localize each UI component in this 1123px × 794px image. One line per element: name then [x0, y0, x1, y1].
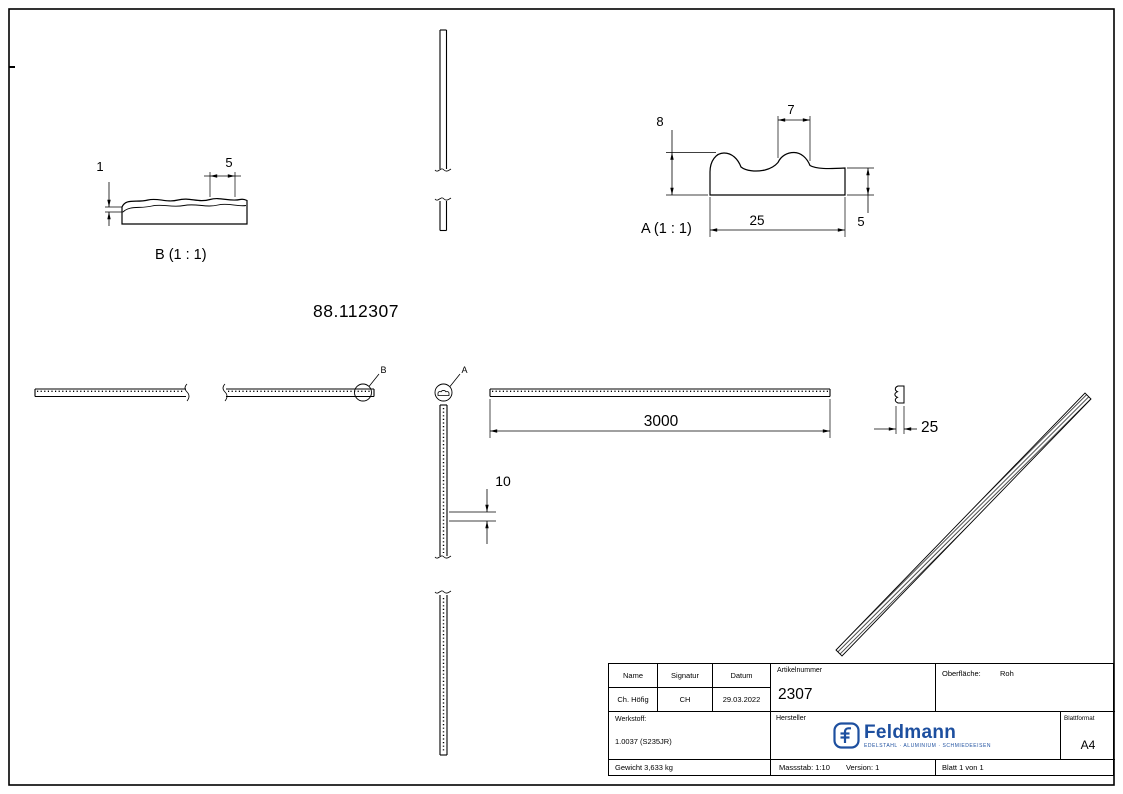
- version-value: Version: 1: [845, 763, 880, 772]
- part-number: 88.112307: [313, 301, 399, 321]
- dim-b-depth: 1: [96, 159, 103, 174]
- detail-marker-a: A: [462, 365, 468, 375]
- brand-name: Feldmann: [864, 721, 957, 743]
- blattformat-cell: Blattformat A4: [1061, 712, 1115, 760]
- sheet-frame: [8, 8, 1115, 786]
- dim-length: 3000: [644, 413, 679, 430]
- detail-b-label: B (1 : 1): [155, 247, 207, 263]
- dim-profile-width: 25: [921, 419, 938, 436]
- detail-circle-a-group: A: [434, 365, 468, 402]
- detail-marker-b: B: [381, 365, 387, 375]
- dim-a-top-width: 7: [787, 102, 794, 117]
- dim-pitch: 10: [495, 473, 511, 489]
- header-name: Name: [609, 664, 658, 688]
- werkstoff-label: Werkstoff:: [615, 716, 647, 723]
- view-horizontal-left: B: [34, 365, 387, 402]
- werkstoff-cell: Werkstoff: 1.0037 (S235JR): [609, 712, 771, 760]
- value-signatur: CH: [658, 688, 713, 712]
- title-block: Name Signatur Datum Ch. Höfig CH 29.03.2…: [608, 663, 1115, 776]
- artikelnummer-value: 2307: [778, 686, 813, 703]
- massstab-cell: Massstab: 1:10 Version: 1: [771, 760, 936, 776]
- dim-b-pitch: 5: [225, 155, 232, 170]
- hersteller-label: Hersteller: [776, 715, 806, 722]
- detail-view-b: 1 5 B (1 : 1): [96, 155, 248, 263]
- header-datum: Datum: [713, 664, 771, 688]
- blattformat-label: Blattformat: [1064, 715, 1095, 722]
- artikelnummer-cell: Artikelnummer 2307: [771, 664, 936, 712]
- header-signatur: Signatur: [658, 664, 713, 688]
- view-horizontal-right: 3000: [489, 388, 831, 438]
- dim-a-height: 8: [656, 114, 663, 129]
- detail-circle-b: [354, 383, 372, 402]
- oberflaeche-label: Oberfläche:: [942, 669, 981, 678]
- value-datum: 29.03.2022: [713, 688, 771, 712]
- dim-a-width: 25: [749, 213, 764, 228]
- view-vertical-bottom: 10: [434, 404, 511, 756]
- oberflaeche-cell: Oberfläche: Roh: [936, 664, 1115, 712]
- view-vertical-top: [434, 29, 452, 232]
- oberflaeche-value: Roh: [1000, 669, 1014, 678]
- dim-a-edge: 5: [857, 214, 864, 229]
- detail-view-a: 8 7 25 5 A (1 : 1): [641, 102, 874, 237]
- massstab-value: Massstab: 1:10: [779, 763, 830, 772]
- blattformat-value: A4: [1080, 738, 1096, 752]
- werkstoff-value: 1.0037 (S235JR): [615, 737, 672, 746]
- feldmann-logo-icon: [833, 722, 860, 749]
- detail-circle-a: [434, 383, 453, 402]
- blatt-cell: Blatt 1 von 1: [942, 763, 984, 772]
- view-isometric-rod: [835, 392, 1092, 657]
- brand-tagline: EDELSTAHL · ALUMINIUM · SCHMIEDEEISEN: [864, 742, 992, 749]
- hersteller-cell: Hersteller Feldmann EDELSTAHL · ALUMINIU…: [771, 712, 1061, 760]
- feldmann-logo: Feldmann EDELSTAHL · ALUMINIUM · SCHMIED…: [771, 712, 1060, 759]
- value-name: Ch. Höfig: [609, 688, 658, 712]
- gewicht-cell: Gewicht 3,633 kg: [609, 760, 771, 776]
- detail-a-label: A (1 : 1): [641, 221, 692, 237]
- artikelnummer-label: Artikelnummer: [777, 667, 823, 674]
- view-end-profile: 25: [874, 385, 938, 436]
